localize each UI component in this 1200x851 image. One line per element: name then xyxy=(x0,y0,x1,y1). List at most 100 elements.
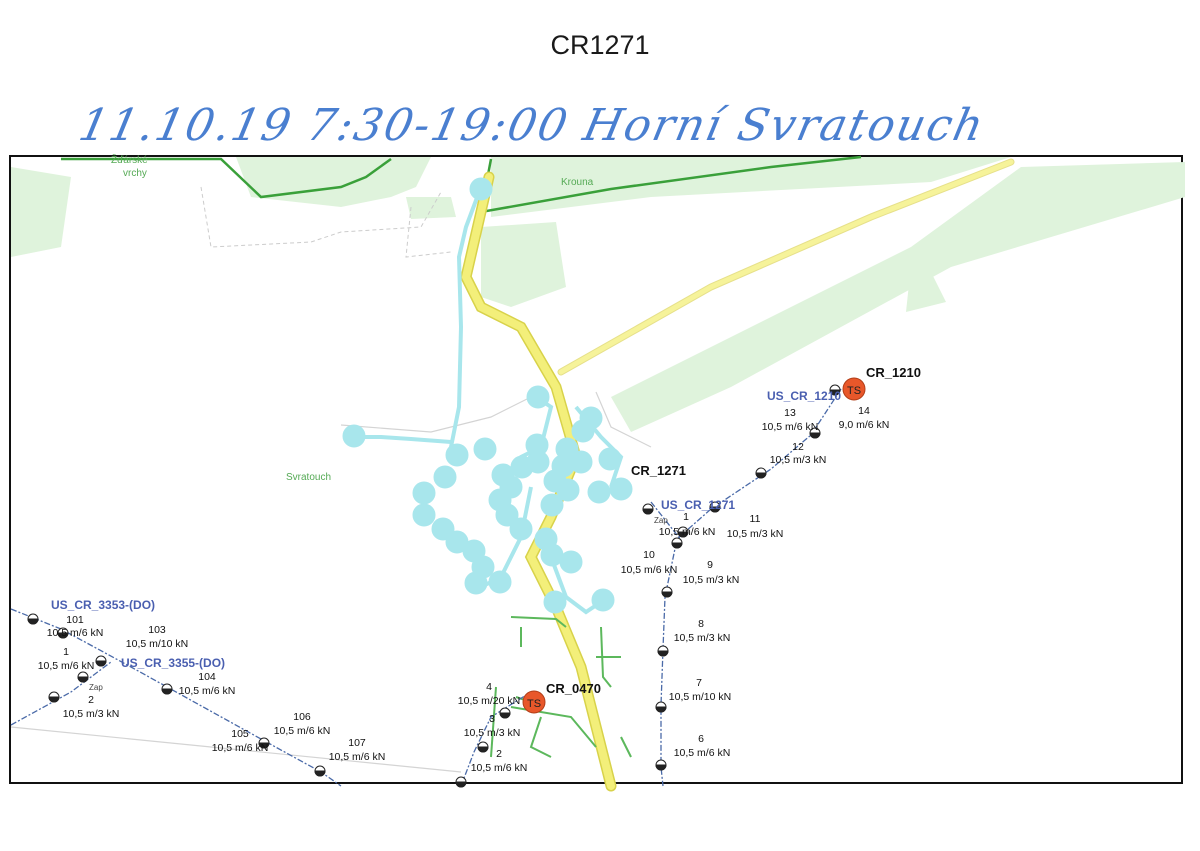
pole-label: 410,5 m/20 kN xyxy=(458,681,520,707)
pole-label: 13 10,5 m/6 kN xyxy=(762,407,819,433)
pole-spec: 10,5 m/6 kN xyxy=(212,742,269,754)
minor-road xyxy=(595,391,652,448)
pole-label: 710,5 m/10 kN xyxy=(669,677,731,703)
station-circle xyxy=(522,690,546,714)
pole-marker[interactable] xyxy=(258,737,270,749)
pole-marker[interactable] xyxy=(27,613,39,625)
station-name-cr0470[interactable]: CR_0470 xyxy=(546,681,601,696)
station-name-cr1210[interactable]: CR_1210 xyxy=(866,365,921,380)
outage-node xyxy=(495,503,519,527)
station-badge-cr1210[interactable]: TS xyxy=(842,377,866,401)
pole-spec: 10,5 m/3 kN xyxy=(464,727,521,739)
pole-spec: 9,0 m/6 kN xyxy=(839,419,890,431)
pole-marker[interactable] xyxy=(755,467,767,479)
pole-number: 13 xyxy=(784,407,796,419)
pole-marker[interactable] xyxy=(671,537,683,549)
forest-patch xyxy=(236,157,431,207)
pole-label: 6 10,5 m/6 kN xyxy=(674,733,731,759)
mv-line-1210[interactable] xyxy=(660,388,842,787)
pole-label: 210,5 m/3 kN xyxy=(63,694,120,720)
pole-number: 10 xyxy=(643,549,655,561)
road-branch-fill xyxy=(558,159,1014,375)
place-label-zdarske: Žďárské xyxy=(111,153,148,166)
outage-trace xyxy=(449,186,483,448)
mv-line-1271-tap[interactable] xyxy=(650,501,682,541)
pole-marker[interactable] xyxy=(709,501,721,513)
pole-spec: 10,5 m/6 kN xyxy=(179,685,236,697)
forest-areas xyxy=(11,157,1185,432)
pole-label: 110,5 m/6 kN xyxy=(659,511,716,538)
pole-marker[interactable] xyxy=(677,526,689,538)
pole-marker[interactable] xyxy=(314,765,326,777)
outage-trace xyxy=(356,435,452,444)
pole-label: 149,0 m/6 kN xyxy=(839,405,890,431)
pole-marker[interactable] xyxy=(642,503,654,515)
pole-marker[interactable] xyxy=(829,384,841,396)
pole-marker[interactable] xyxy=(657,645,669,657)
pole-spec: 10,5 m/3 kN xyxy=(770,454,827,466)
pole-label: 210,5 m/6 kN xyxy=(471,748,528,774)
pole-marker[interactable] xyxy=(477,741,489,753)
mv-line-3355[interactable] xyxy=(10,661,112,726)
small-labels: Zap Zap xyxy=(89,516,668,692)
pole-marker[interactable] xyxy=(661,586,673,598)
outage-node xyxy=(525,433,549,457)
outage-trace xyxy=(549,556,603,615)
lv-line xyxy=(510,706,597,748)
minor-road xyxy=(10,726,462,773)
pole-marker[interactable] xyxy=(809,427,821,439)
outage-node xyxy=(473,437,497,461)
mv-line-3353[interactable] xyxy=(10,608,342,787)
pole-label: 810,5 m/3 kN xyxy=(674,618,731,644)
pole-marker[interactable] xyxy=(655,759,667,771)
pole-spec: 10,5 m/10 kN xyxy=(669,691,731,703)
lv-line xyxy=(600,626,612,688)
pole-marker[interactable] xyxy=(161,683,173,695)
pole-marker[interactable] xyxy=(48,691,60,703)
pole-marker[interactable] xyxy=(57,627,69,639)
pole-spec: 10,5 m/3 kN xyxy=(674,632,731,644)
forest-patch xyxy=(481,222,566,307)
line-label-us3353[interactable]: US_CR_3353-(DO) xyxy=(51,598,155,612)
outage-node xyxy=(342,424,366,448)
outage-node xyxy=(526,385,550,409)
outage-node xyxy=(469,177,493,201)
pole-spec: 10,5 m/6 kN xyxy=(674,747,731,759)
pole-label: 310,5 m/3 kN xyxy=(464,713,521,739)
pole-label: 110,5 m/6 kN xyxy=(38,646,95,672)
pole-marker[interactable] xyxy=(77,671,89,683)
outage-node xyxy=(488,570,512,594)
zap-label: Zap xyxy=(89,683,103,692)
outage-node xyxy=(559,550,583,574)
pole-number: 6 xyxy=(698,733,704,745)
pole-marker[interactable] xyxy=(455,776,467,788)
station-badge-cr0470[interactable]: TS xyxy=(522,690,546,714)
outage-node xyxy=(433,465,457,489)
pole-marker[interactable] xyxy=(655,701,667,713)
pole-marker[interactable] xyxy=(95,655,107,667)
pole-spec: 10,5 m/6 kN xyxy=(47,627,104,639)
pole-marker[interactable] xyxy=(499,707,511,719)
place-label-krouna: Krouna xyxy=(561,177,594,188)
pole-spec: 10,5 m/6 kN xyxy=(762,421,819,433)
station-name-cr1271[interactable]: CR_1271 xyxy=(631,463,686,478)
outage-map[interactable]: TS TS Krouna Svratouch Žďárské vrchy CR_… xyxy=(10,153,1185,792)
line-label-us1210[interactable]: US_CR_1210 xyxy=(767,389,841,403)
outage-node xyxy=(609,477,633,501)
pole-spec: 10,5 m/6 kN xyxy=(38,660,95,672)
station-badges: TS TS xyxy=(522,377,866,714)
outage-node xyxy=(464,571,488,595)
map-frame[interactable]: TS TS Krouna Svratouch Žďárské vrchy CR_… xyxy=(9,153,1185,792)
pole-number: 2 xyxy=(496,748,502,760)
line-label-us1271[interactable]: US_CR_1271 xyxy=(661,498,735,512)
line-label-us3355[interactable]: US_CR_3355-(DO) xyxy=(121,656,225,670)
pole-number: 11 xyxy=(750,513,761,525)
pole-spec: 10,5 m/3 kN xyxy=(683,574,740,586)
station-circle xyxy=(842,377,866,401)
place-label-svratouch: Svratouch xyxy=(286,472,331,483)
